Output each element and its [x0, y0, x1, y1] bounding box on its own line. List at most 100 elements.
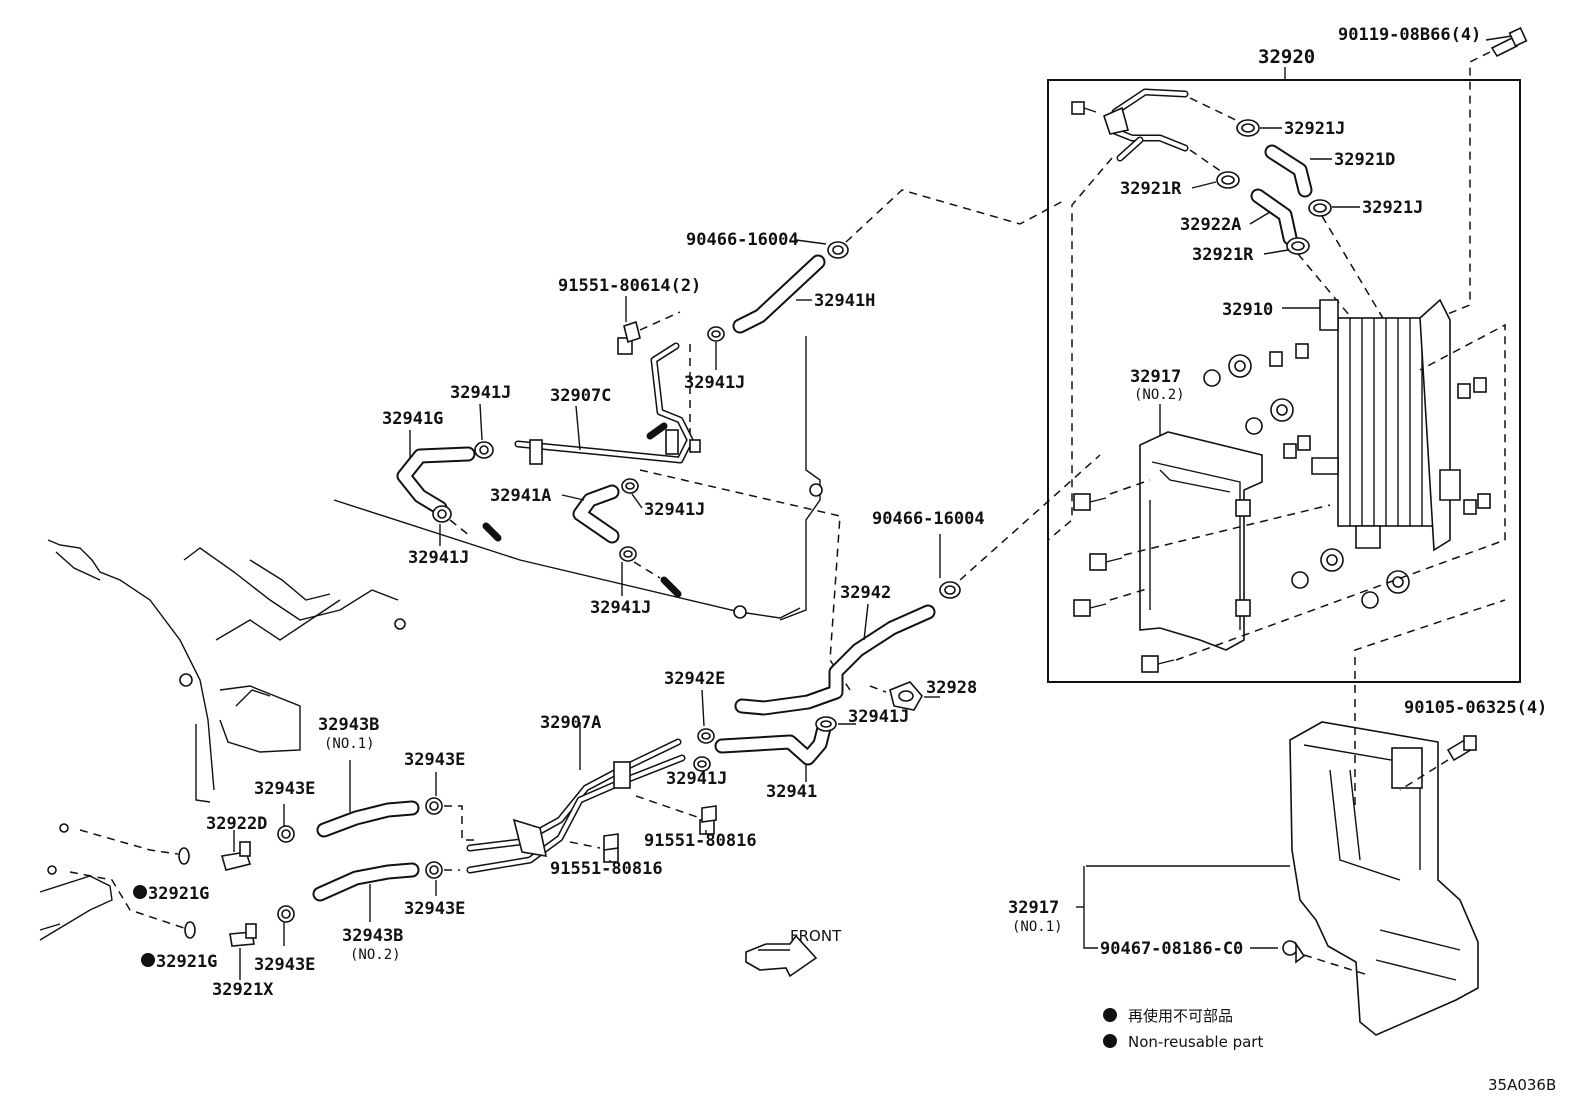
bolts-bracket [1073, 493, 1175, 673]
transmission-outline [39, 539, 406, 941]
label-32921R-b: 32921R [1192, 245, 1254, 265]
clip-90467 [1282, 940, 1306, 964]
clamp-32942E [697, 728, 715, 744]
label-32943B-no1: 32943B [318, 715, 379, 735]
bracket-32917-no2 [1139, 431, 1263, 651]
hose-32941 [714, 720, 832, 766]
pipe-32907A [466, 722, 686, 874]
label-32943E-d: 32943E [254, 955, 315, 975]
clamp-32941J-g [693, 756, 711, 772]
label-32943B-no2: 32943B [342, 926, 403, 946]
label-32921X: 32921X [212, 980, 274, 1000]
clamp-32943E-a [425, 797, 443, 815]
bolt-91551-80816-a [699, 805, 717, 835]
label-90105: 90105-06325(4) [1404, 698, 1547, 718]
label-32942E: 32942E [664, 669, 725, 689]
label-32907C: 32907C [550, 386, 611, 406]
label-32921J-a: 32921J [1284, 119, 1345, 139]
label-91551-80614: 91551-80614(2) [558, 276, 701, 296]
diagram-code: 35A036B [1488, 1076, 1556, 1094]
bolt-90119 [1485, 27, 1528, 58]
clamp-32943E-c [277, 825, 295, 843]
hose-32941G [396, 446, 476, 516]
cooler-assembly-frame [1047, 79, 1521, 683]
clamp-32943E-d [277, 905, 295, 923]
front-arrow-icon [745, 934, 818, 978]
non-reusable-mark-a [133, 885, 147, 899]
label-32922D: 32922D [206, 814, 267, 834]
hose-32941A [572, 484, 620, 544]
label-32941J-g: 32941J [666, 769, 727, 789]
label-32941J-b: 32941J [684, 373, 745, 393]
clamp-32941J-b [707, 326, 725, 342]
clamp-32943E-b [425, 861, 443, 879]
label-32941J-a: 32941J [450, 383, 511, 403]
label-32943E-a: 32943E [404, 750, 465, 770]
label-90466-b: 90466-16004 [872, 509, 985, 529]
clamp-90466-a [827, 241, 849, 259]
label-32943B-no1-sub: (NO.1) [324, 736, 375, 752]
cooler-pipe-bracket [1071, 88, 1189, 162]
label-91551-80816-b: 91551-80816 [550, 859, 663, 879]
union-32922D [220, 841, 252, 871]
label-32941J-e: 32941J [590, 598, 651, 618]
label-32921G-b: 32921G [156, 952, 217, 972]
label-32943E-c: 32943E [254, 779, 315, 799]
label-32942: 32942 [840, 583, 891, 603]
grommets [1203, 343, 1491, 609]
body-panel-outline [333, 336, 823, 621]
clamp-32921R-b [1286, 237, 1310, 255]
non-reusable-mark-b [141, 953, 155, 967]
pipe-32907C [514, 342, 701, 465]
label-32941J-c: 32941J [408, 548, 469, 568]
label-32910: 32910 [1222, 300, 1273, 320]
label-32941J-f: 32941J [848, 707, 909, 727]
label-32907A: 32907A [540, 713, 601, 733]
label-32921D: 32921D [1334, 150, 1395, 170]
label-32922A: 32922A [1180, 215, 1241, 235]
label-32941H: 32941H [814, 291, 875, 311]
front-label: FRONT [790, 927, 842, 945]
hose-32943B-no1 [316, 800, 420, 838]
bolt-91551-80816-b [603, 833, 619, 863]
clamp-32941J-c [432, 505, 452, 523]
label-32917-no1: 32917 [1008, 898, 1059, 918]
label-91551-80816-a: 91551-80816 [644, 831, 757, 851]
clamp-32928 [889, 681, 923, 711]
label-32941: 32941 [766, 782, 817, 802]
legend-japanese: 再使用不可部品 [1128, 1007, 1233, 1025]
hose-32922A [1250, 188, 1298, 246]
label-90467: 90467-08186-C0 [1100, 939, 1243, 959]
label-32917-no1-sub: (NO.1) [1012, 919, 1063, 935]
clamp-32921J-a [1236, 119, 1260, 137]
clamp-32941J-a [474, 441, 494, 459]
label-32917-no2: 32917 [1130, 367, 1181, 387]
label-32941J-d: 32941J [644, 500, 705, 520]
clamp-90466-b [939, 581, 961, 599]
label-90119: 90119-08B66(4) [1338, 25, 1481, 45]
clamp-32941J-f [815, 716, 837, 732]
label-32921R-a: 32921R [1120, 179, 1182, 199]
label-32928: 32928 [926, 678, 977, 698]
label-32921G-a: 32921G [148, 884, 209, 904]
legend-dot-en [1103, 1034, 1117, 1048]
legend-dot-ja [1103, 1008, 1117, 1022]
air-duct-32917-no1 [1289, 721, 1479, 1036]
label-32943E-b: 32943E [404, 899, 465, 919]
oring-32921G-a [178, 847, 190, 865]
bolt-91551-80614 [617, 320, 641, 355]
legend-english: Non-reusable part [1128, 1033, 1263, 1051]
label-32941A: 32941A [490, 486, 551, 506]
label-32941G: 32941G [382, 409, 443, 429]
hose-32921D [1264, 144, 1313, 198]
hose-32942 [734, 604, 936, 716]
label-32943B-no2-sub: (NO.2) [350, 947, 401, 963]
label-32921J-b: 32921J [1362, 198, 1423, 218]
hose-32941H [732, 254, 826, 334]
label-90466-a: 90466-16004 [686, 230, 799, 250]
clamp-32941J-d [621, 478, 639, 494]
bolt-90105 [1446, 735, 1477, 762]
label-32917-no2-sub: (NO.2) [1134, 387, 1185, 403]
clamp-32921R-a [1216, 171, 1240, 189]
